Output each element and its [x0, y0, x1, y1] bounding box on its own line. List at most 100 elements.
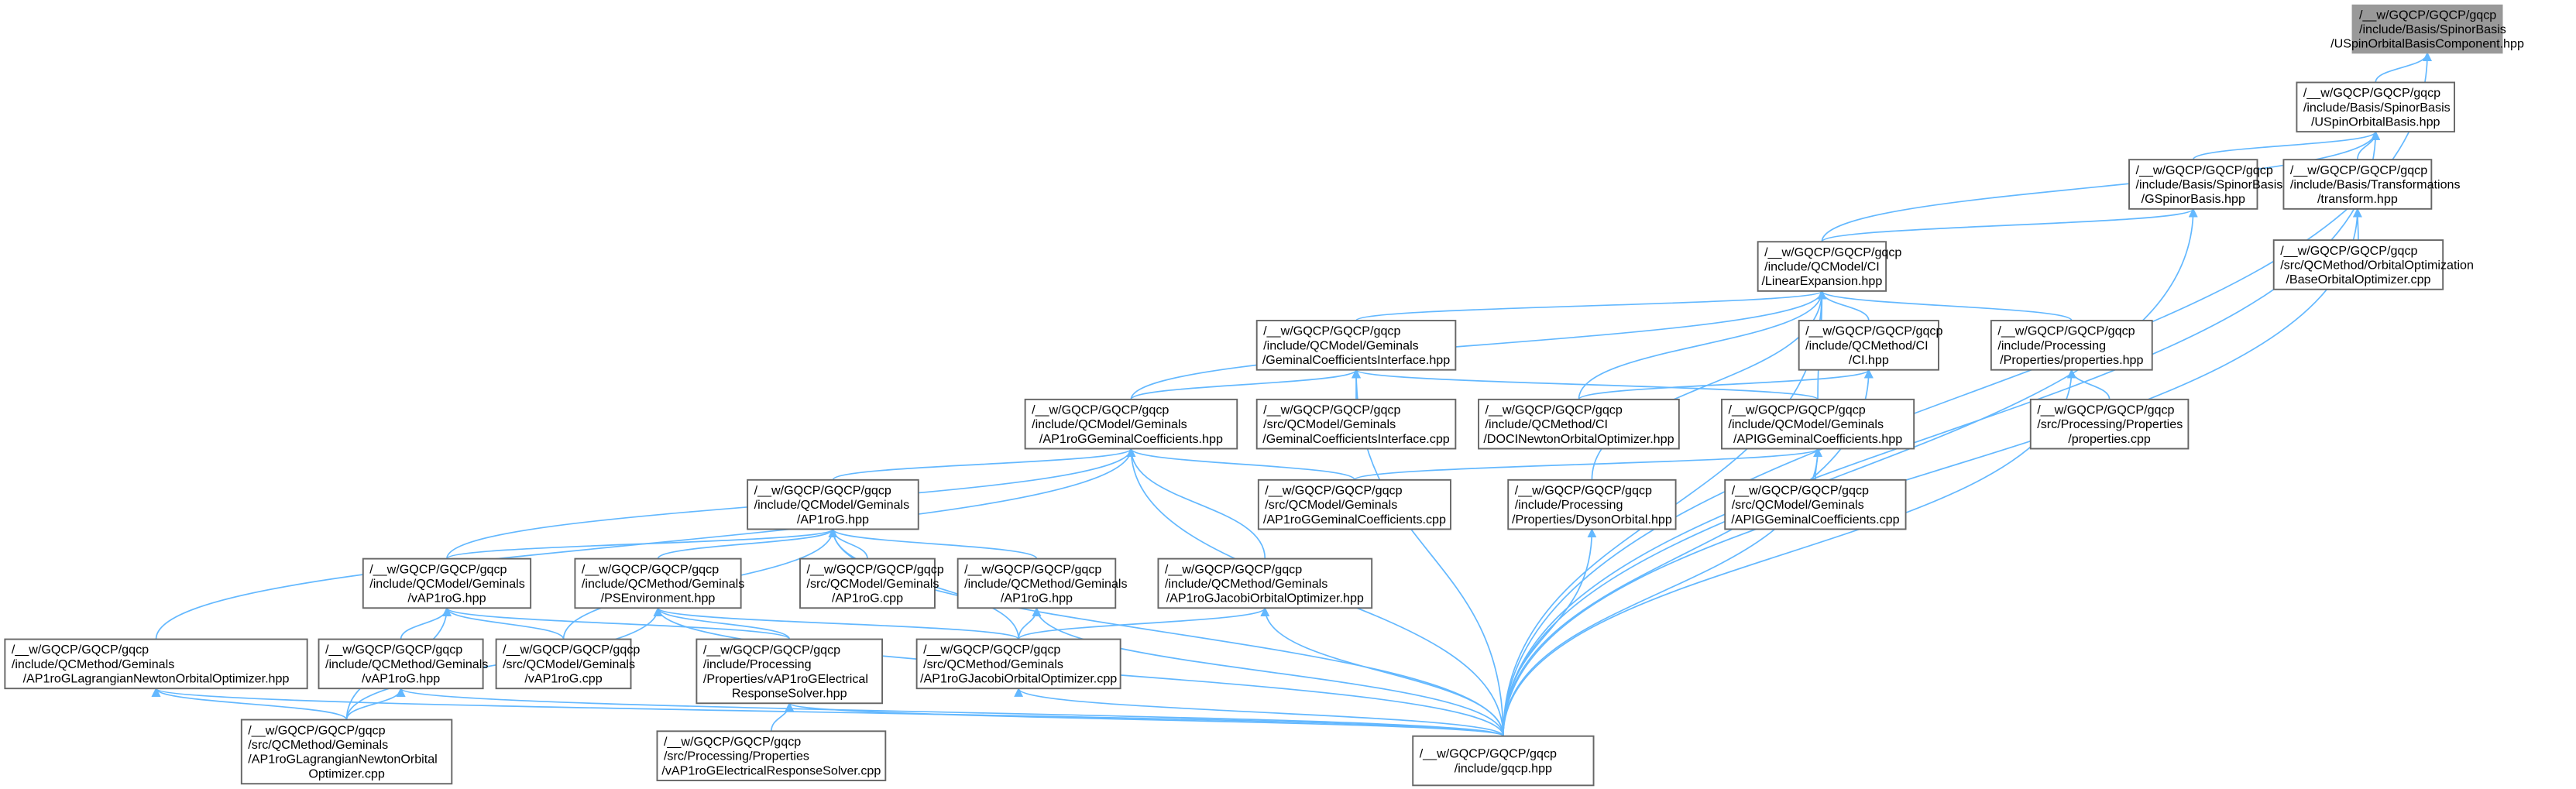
node-label-line: /__w/GQCP/GQCP/gqcp — [503, 643, 640, 657]
node-box[interactable] — [2296, 81, 2455, 133]
node-label-line: /__w/GQCP/GQCP/gqcp — [923, 643, 1060, 657]
dependency-edge — [1032, 607, 1504, 736]
node-label-line: /__w/GQCP/GQCP/gqcp — [2359, 8, 2496, 22]
node-label-line: /transform.hpp — [2317, 192, 2398, 206]
node-box[interactable] — [656, 730, 887, 781]
node-label-line: /include/QCModel/Geminals — [369, 577, 525, 591]
node-label-line: /vAP1roG.hpp — [407, 592, 486, 605]
dependency-edge — [653, 607, 1019, 640]
node-box[interactable] — [1478, 398, 1680, 450]
node-label-line: /src/Processing/Properties — [2037, 417, 2183, 431]
dependency-edge — [1354, 448, 1822, 481]
dependency-edge — [1126, 448, 1355, 481]
node-label-line: /__w/GQCP/GQCP/gqcp — [2303, 86, 2440, 100]
node-label-line: /GeminalCoefficientsInterface.cpp — [1262, 432, 1450, 446]
node-box[interactable] — [1412, 735, 1595, 787]
node-label-line: /__w/GQCP/GQCP/gqcp — [664, 735, 801, 749]
node-label-line: /BaseOrbitalOptimizer.cpp — [2286, 273, 2430, 286]
node-box[interactable] — [1257, 479, 1451, 530]
node-box[interactable] — [1724, 479, 1907, 530]
dependency-edge — [1821, 130, 2381, 242]
node-box[interactable] — [574, 557, 742, 609]
node-label-line: /src/QCMethod/Geminals — [923, 657, 1063, 671]
node-box[interactable] — [240, 719, 453, 785]
node-box[interactable] — [1255, 320, 1457, 371]
node-label-line: /include/QCModel/CI — [1764, 260, 1880, 274]
dependency-edge — [771, 702, 795, 732]
dependency-edge — [397, 688, 1504, 737]
node-box[interactable] — [1024, 398, 1238, 450]
node-box[interactable] — [1255, 398, 1457, 450]
node-box[interactable] — [1157, 557, 1373, 609]
node-label-line: /__w/GQCP/GQCP/gqcp — [1263, 403, 1400, 417]
node-label-line: /include/QCMethod/Geminals — [582, 577, 744, 591]
dependency-edge — [1817, 290, 2073, 321]
dependency-edge — [152, 688, 1504, 737]
node-label-line: /Properties/properties.hpp — [2000, 353, 2143, 367]
node-box[interactable] — [318, 638, 484, 690]
edges-layer — [151, 52, 2432, 737]
node-label-line: /include/QCMethod/Geminals — [1165, 577, 1327, 591]
dependency-edge — [446, 528, 838, 560]
node-box[interactable] — [2029, 398, 2190, 450]
node-label-line: /src/QCMethod/OrbitalOptimization — [2280, 258, 2474, 272]
dependency-edge — [442, 607, 565, 640]
node-box[interactable] — [1721, 398, 1915, 450]
dependency-edge — [1018, 607, 1270, 640]
node-box[interactable] — [4, 638, 308, 690]
node-box[interactable] — [915, 638, 1121, 690]
node-label-line: ResponseSolver.hpp — [732, 686, 847, 700]
dependency-edge — [1578, 290, 1827, 400]
node-box[interactable] — [362, 557, 532, 609]
dependency-edge — [400, 607, 452, 640]
node-label-line: /__w/GQCP/GQCP/gqcp — [964, 562, 1101, 576]
node-label-line: /__w/GQCP/GQCP/gqcp — [2280, 244, 2417, 258]
node-box[interactable] — [957, 557, 1117, 609]
node-box[interactable] — [2272, 239, 2444, 290]
node-label-line: /APIGGeminalCoefficients.hpp — [1733, 432, 1902, 446]
node-label-line: /include/Processing — [1997, 338, 2106, 352]
node-label-line: /__w/GQCP/GQCP/gqcp — [582, 562, 719, 576]
node-label-line: /__w/GQCP/GQCP/gqcp — [1165, 562, 1302, 576]
node-box[interactable] — [1507, 479, 1677, 530]
node-label-line: /__w/GQCP/GQCP/gqcp — [1515, 483, 1652, 497]
node-label-line: /include/Basis/SpinorBasis — [2359, 22, 2506, 36]
dependency-edge — [1014, 688, 1504, 737]
dependency-edge — [151, 688, 348, 720]
node-label-line: /src/QCModel/Geminals — [1732, 498, 1864, 512]
node-box[interactable] — [2128, 159, 2258, 210]
node-label-line: /include/Processing — [1515, 498, 1623, 512]
node-label-line: /AP1roGGeminalCoefficients.hpp — [1039, 432, 1223, 446]
dependency-edge — [2192, 130, 2381, 160]
node-box[interactable] — [696, 638, 884, 705]
dependency-edge — [1130, 290, 1827, 400]
node-label-line: /LinearExpansion.hpp — [1761, 274, 1882, 288]
node-box[interactable] — [1798, 320, 1939, 371]
node-label-line: /include/QCModel/Geminals — [1032, 417, 1187, 431]
node-label-line: /DOCINewtonOrbitalOptimizer.hpp — [1483, 432, 1674, 446]
node-box[interactable] — [1757, 241, 1887, 292]
labels-layer: /__w/GQCP/GQCP/gqcp/include/Basis/Spinor… — [12, 8, 2524, 780]
node-label-line: /__w/GQCP/GQCP/gqcp — [1420, 747, 1557, 761]
node-label-line: /AP1roGJacobiOrbitalOptimizer.hpp — [1166, 592, 1364, 605]
dependency-edge — [1503, 52, 2432, 736]
node-label-line: /include/QCModel/Geminals — [1728, 417, 1884, 431]
node-label-line: /__w/GQCP/GQCP/gqcp — [369, 562, 507, 576]
node-label-line: /__w/GQCP/GQCP/gqcp — [1764, 245, 1901, 259]
node-label-line: /__w/GQCP/GQCP/gqcp — [2136, 163, 2273, 177]
dependency-edge — [345, 688, 406, 720]
node-label-line: /Properties/vAP1roGElectrical — [703, 672, 868, 686]
node-label-line: /include/gqcp.hpp — [1455, 761, 1552, 775]
dependency-edge — [2357, 130, 2381, 160]
node-label-line: /USpinOrbitalBasisComponent.hpp — [2330, 37, 2524, 51]
node-box[interactable] — [747, 479, 919, 530]
node-box[interactable] — [799, 557, 936, 609]
node-label-line: /AP1roG.hpp — [797, 513, 869, 527]
node-label-line: /src/QCModel/Geminals — [503, 657, 635, 671]
node-box[interactable] — [1990, 320, 2153, 371]
node-label-line: /include/Processing — [703, 657, 812, 671]
node-box[interactable] — [495, 638, 632, 690]
node-box[interactable] — [2282, 159, 2433, 210]
dependency-edge — [1355, 290, 1826, 321]
